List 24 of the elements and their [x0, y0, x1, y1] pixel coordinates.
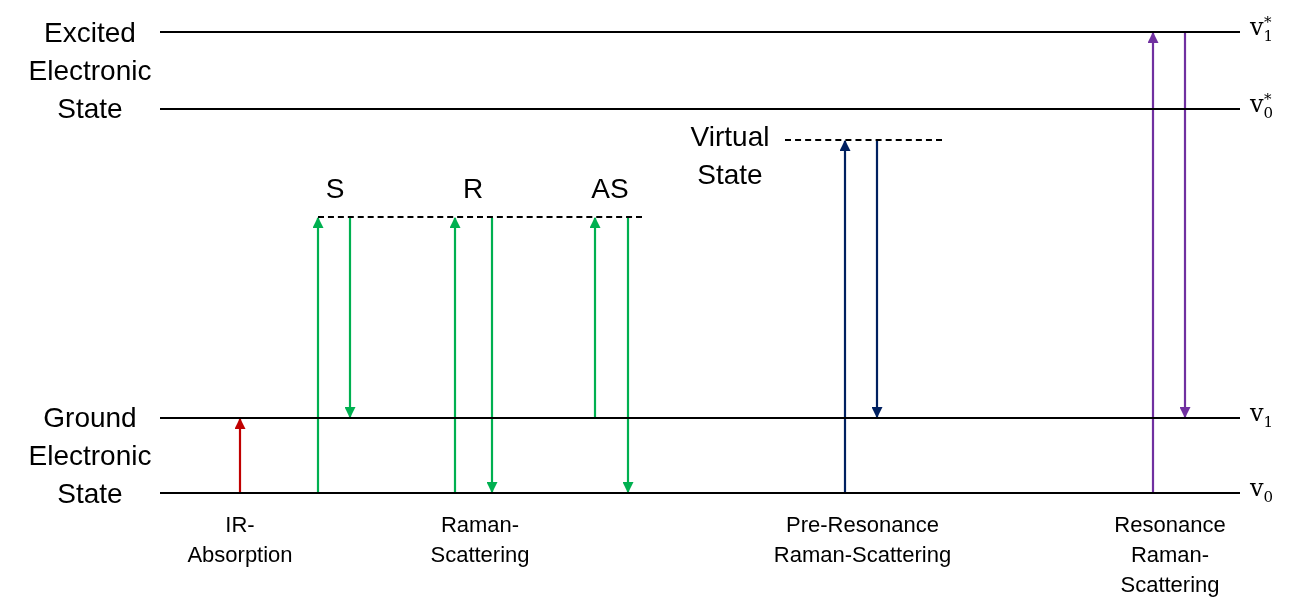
transition-label: R — [461, 172, 485, 206]
transition-arrow — [839, 139, 851, 492]
level-label: v$_{0}$ — [1250, 474, 1274, 506]
state-label: Virtual State — [689, 120, 771, 192]
transition-label: S — [324, 172, 346, 206]
transition-arrow — [1147, 31, 1159, 492]
transition-arrow — [344, 218, 356, 419]
transition-arrow — [1179, 33, 1191, 419]
transition-arrow — [622, 218, 634, 494]
process-label: Raman-Scattering — [429, 511, 531, 569]
process-label: IR-Absorption — [186, 511, 294, 569]
process-label: Resonance Raman-Scattering — [1113, 511, 1227, 599]
transition-arrow — [871, 141, 883, 419]
transition-label: AS — [590, 172, 630, 206]
transition-arrow — [449, 216, 461, 492]
state-label: Excited Electronic State — [27, 16, 153, 126]
process-label: Pre-Resonance Raman-Scattering — [772, 511, 953, 569]
level-label: v$_{1}$ — [1250, 399, 1274, 431]
virtual-level-line — [318, 216, 642, 218]
transition-arrow — [486, 218, 498, 494]
transition-arrow — [234, 417, 246, 492]
transition-arrow — [312, 216, 324, 492]
state-label: Ground Electronic State — [27, 401, 153, 511]
transition-arrow — [589, 216, 601, 417]
